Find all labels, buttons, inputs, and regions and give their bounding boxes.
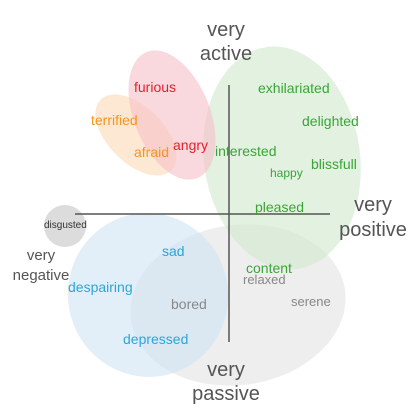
- axis-label-bottom: very passive: [180, 360, 272, 404]
- emotion-happy: happy: [270, 166, 303, 180]
- axis-label-top: very active: [180, 20, 272, 64]
- emotion-afraid: afraid: [134, 144, 170, 160]
- axis-label-left-line1: very: [26, 247, 56, 264]
- axis-label-right-line2: positive: [339, 219, 407, 241]
- emotion-depressed: depressed: [123, 331, 189, 347]
- emotion-exhilariated: exhilariated: [258, 80, 330, 96]
- emotion-delighted: delighted: [302, 113, 359, 129]
- gray-disgusted-circle: [44, 205, 86, 247]
- emotion-terrified: terrified: [91, 112, 138, 128]
- emotion-relaxed: relaxed: [243, 272, 286, 287]
- emotion-bored: bored: [171, 296, 207, 312]
- axis-label-top-line2: active: [199, 43, 253, 65]
- emotion-serene: serene: [291, 294, 331, 309]
- emotion-interested: interested: [215, 143, 277, 159]
- blue-region: [67, 213, 229, 377]
- emotion-content: content: [246, 260, 292, 276]
- red-region: [128, 50, 216, 180]
- emotion-angry: angry: [173, 137, 209, 153]
- axis-label-bottom-line1: very: [207, 359, 245, 381]
- emotion-sad: sad: [162, 243, 185, 259]
- axis-label-top-line1: very: [207, 19, 245, 41]
- emotion-blissfull: blissfull: [311, 156, 357, 172]
- axis-label-left: very negative: [6, 248, 76, 283]
- emotion-furious: furious: [134, 79, 177, 95]
- axis-label-left-line2: negative: [12, 267, 70, 284]
- axis-label-bottom-line2: passive: [192, 383, 260, 405]
- emotion-disgusted: disgusted: [44, 220, 87, 231]
- axis-label-right: very positive: [328, 195, 418, 240]
- emotion-despairing: despairing: [68, 279, 133, 295]
- emotion-pleased: pleased: [255, 199, 305, 215]
- axis-label-right-line1: very: [354, 194, 392, 216]
